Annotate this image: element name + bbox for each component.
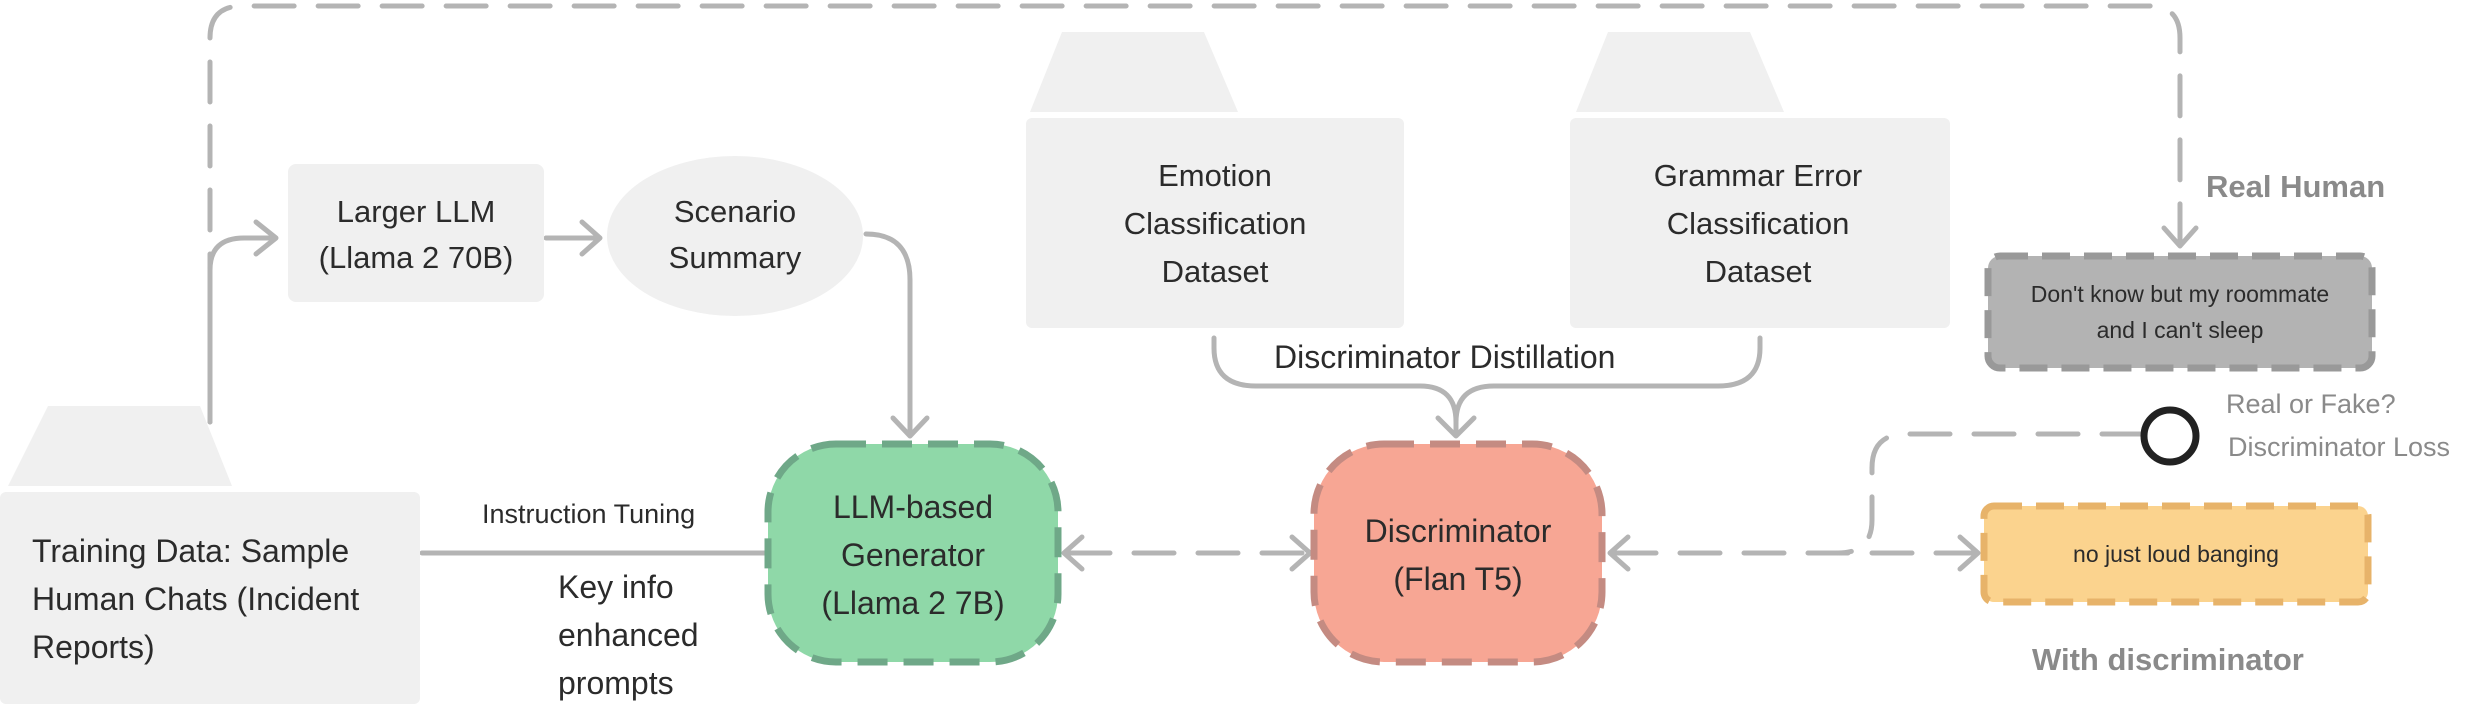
key-info-line-2: enhanced (558, 617, 699, 653)
larger-llm-line-2: (Llama 2 70B) (319, 240, 514, 275)
scenario-summary-line-2: Summary (669, 240, 802, 275)
generator-side-arrowhead (1061, 534, 1085, 572)
loop-connector (207, 3, 2183, 425)
discriminator-line-2: (Flan T5) (1393, 561, 1522, 597)
real-or-fake-label: Real or Fake? (2226, 389, 2396, 419)
emotion-distillation-connector (1211, 335, 1459, 437)
scenario-summary-node: Scenario Summary (607, 156, 863, 316)
loss-connector (1835, 431, 2145, 556)
larger-llm-line-1: Larger LLM (337, 194, 496, 229)
summary-to-generator-connector (863, 231, 913, 437)
training-data-line-2: Human Chats (Incident (32, 581, 359, 617)
generated-chat-line-1: no just loud banging (2073, 541, 2279, 567)
generator-line-2: Generator (841, 537, 985, 573)
emotion-dataset-line-2: Classification (1124, 206, 1307, 241)
real-human-chat-line-1: Don't know but my roommate (2031, 281, 2329, 307)
generated-chat-node: no just loud banging (1980, 502, 2372, 606)
generator-line-3: (Llama 2 7B) (821, 585, 1004, 621)
grammar-dataset-line-1: Grammar Error (1654, 158, 1862, 193)
loss-node-icon (2140, 406, 2200, 466)
emotion-dataset-line-1: Emotion (1158, 158, 1272, 193)
discriminator-line-1: Discriminator (1365, 513, 1552, 549)
loop-arrowhead (2161, 225, 2199, 249)
generator-node: LLM-based Generator (Llama 2 7B) (764, 440, 1062, 666)
discriminator-node: Discriminator (Flan T5) (1310, 440, 1606, 666)
discriminator-side-arrowhead (1289, 534, 1313, 572)
real-human-chat-node: Don't know but my roommate and I can't s… (1984, 252, 2376, 372)
training-data-node: Training Data: Sample Human Chats (Incid… (0, 406, 420, 704)
training-data-line-3: Reports) (32, 629, 155, 665)
key-info-line-1: Key info (558, 569, 674, 605)
training-data-line-1: Training Data: Sample (32, 533, 349, 569)
discriminator-input-arrowhead (1607, 534, 1631, 572)
key-info-line-3: prompts (558, 665, 674, 701)
grammar-dataset-line-2: Classification (1667, 206, 1850, 241)
summary-to-generator-arrowhead (890, 415, 930, 439)
output-arrowhead (1957, 534, 1981, 572)
discriminator-loss-label: Discriminator Loss (2228, 432, 2450, 462)
distillation-arrowhead (1435, 415, 1477, 439)
training-to-llm-connector (207, 235, 277, 425)
with-discriminator-label: With discriminator (2032, 642, 2304, 677)
grammar-dataset-line-3: Dataset (1705, 254, 1812, 289)
larger-llm-node: Larger LLM (Llama 2 70B) (288, 164, 544, 302)
llm-to-summary-arrowhead (579, 219, 603, 257)
emotion-dataset-node: Emotion Classification Dataset (1026, 32, 1404, 328)
generator-line-1: LLM-based (833, 489, 993, 525)
real-human-chat-line-2: and I can't sleep (2097, 317, 2264, 343)
grammar-dataset-node: Grammar Error Classification Dataset (1570, 32, 1950, 328)
emotion-dataset-line-3: Dataset (1162, 254, 1269, 289)
scenario-summary-line-1: Scenario (674, 194, 796, 229)
grammar-distillation-connector (1453, 335, 1763, 425)
instruction-tuning-label: Instruction Tuning (482, 499, 695, 529)
discriminator-distillation-label: Discriminator Distillation (1274, 339, 1615, 375)
training-to-llm-arrowhead (253, 219, 279, 257)
real-human-label: Real Human (2206, 169, 2385, 204)
